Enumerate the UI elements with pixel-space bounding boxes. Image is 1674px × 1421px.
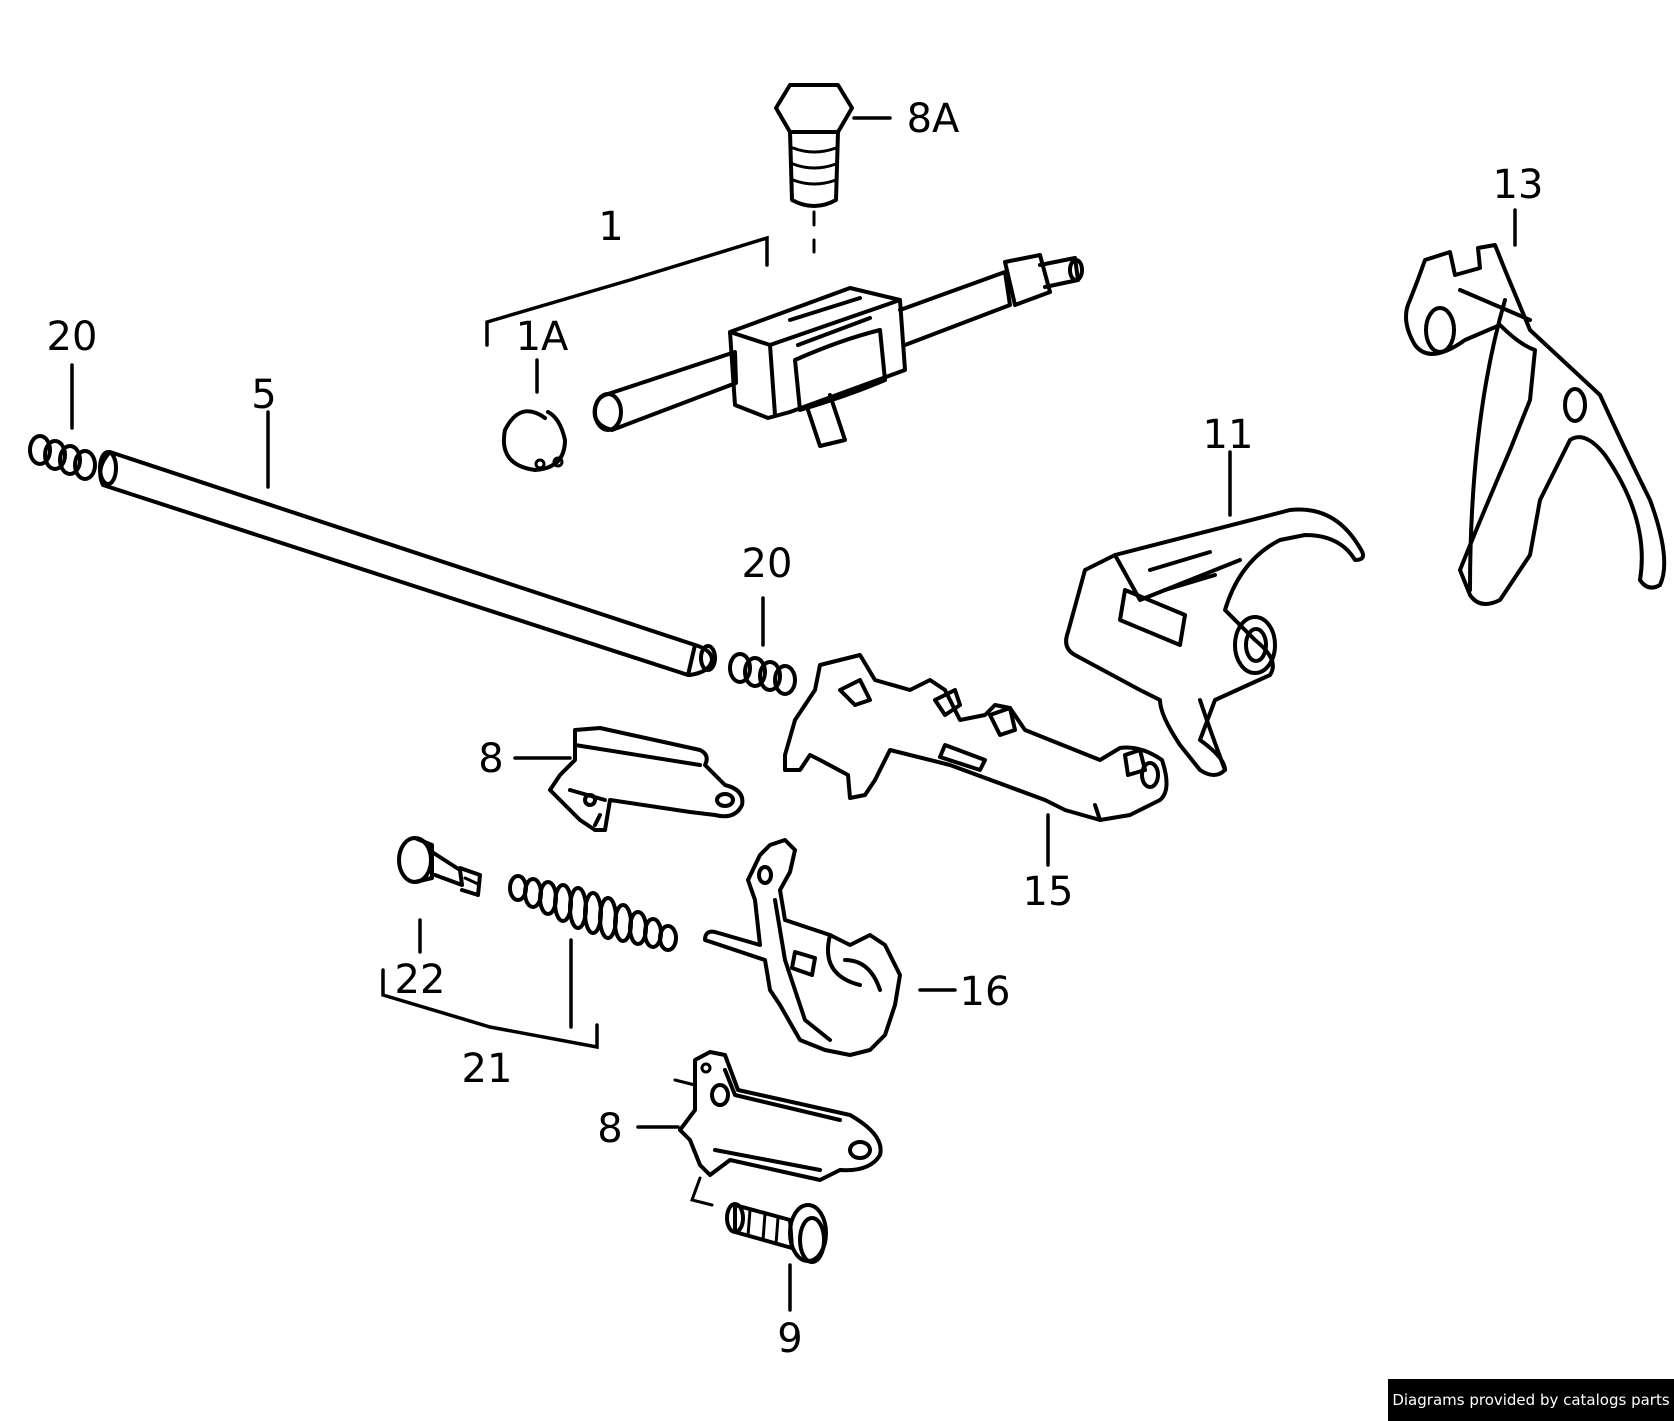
part-13-shift-fork	[1404, 243, 1667, 606]
part-21-spring	[508, 874, 678, 952]
callout-8-upper: 8	[478, 736, 503, 782]
callout-20-left: 20	[47, 314, 98, 360]
callout-8-lower: 8	[597, 1106, 622, 1152]
part-8-detent-plate-upper	[548, 726, 745, 832]
part-8-detent-plate-lower	[673, 1050, 883, 1182]
part-20-spring-middle	[728, 652, 797, 696]
part-8a-plug-screw	[774, 83, 854, 254]
leader-lines	[70, 116, 1517, 1312]
callout-15: 15	[1023, 869, 1074, 915]
callout-21: 21	[462, 1046, 513, 1092]
part-22-bolt	[397, 836, 482, 897]
part-1-selector-shaft	[592, 253, 1084, 448]
part-9-bolt	[690, 1176, 828, 1264]
callout-20-middle: 20	[742, 541, 793, 587]
callout-9: 9	[777, 1316, 802, 1362]
part-1a-circlip	[501, 409, 567, 472]
part-15-selector-plate	[783, 653, 1169, 822]
callout-1: 1	[598, 204, 623, 250]
callout-8a: 8A	[907, 96, 960, 142]
part-5-shift-rod	[98, 450, 717, 677]
callout-22: 22	[395, 957, 446, 1003]
credit-banner: Diagrams provided by catalogs parts	[1388, 1379, 1674, 1421]
part-11-shift-fork	[1064, 507, 1366, 777]
callout-1a: 1A	[516, 314, 569, 360]
part-20-spring-left	[28, 434, 97, 481]
callout-labels: 1 1A 5 8 8 8A 9 11 13 15 16 20 20 21 22	[47, 96, 1544, 1362]
callout-5: 5	[251, 372, 276, 418]
part-16-selector-lever	[703, 838, 902, 1057]
callout-13: 13	[1493, 162, 1544, 208]
callout-11: 11	[1203, 412, 1254, 458]
callout-16: 16	[960, 969, 1011, 1015]
